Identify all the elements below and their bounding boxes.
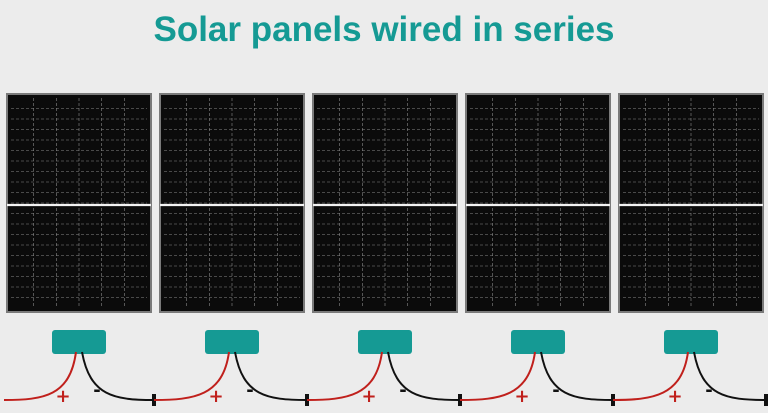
negative-wire: [234, 351, 308, 401]
positive-terminal-label: +: [361, 386, 376, 407]
positive-wire: [612, 351, 689, 401]
page-title: Solar panels wired in series: [153, 10, 615, 49]
junction-box: [52, 330, 106, 354]
junction-box: [511, 330, 565, 354]
positive-wire: [3, 351, 77, 401]
positive-wire: [153, 351, 230, 401]
series-connector: [764, 394, 768, 406]
junction-box: [358, 330, 412, 354]
negative-terminal-label: -: [246, 380, 253, 401]
positive-terminal-label: +: [55, 386, 70, 407]
junction-box: [205, 330, 259, 354]
solar-panel-5: +-: [612, 93, 768, 407]
positive-terminal-label: +: [667, 386, 682, 407]
solar-panel-1: +-: [3, 93, 156, 407]
positive-wire: [459, 351, 536, 401]
positive-terminal-label: +: [514, 386, 529, 407]
solar-panel-3: +-: [306, 93, 462, 407]
junction-box: [664, 330, 718, 354]
negative-wire: [540, 351, 614, 401]
negative-terminal-label: -: [399, 380, 406, 401]
negative-terminal-label: -: [705, 380, 712, 401]
negative-wire: [81, 351, 155, 401]
positive-wire: [306, 351, 383, 401]
negative-terminal-label: -: [93, 380, 100, 401]
positive-terminal-label: +: [208, 386, 223, 407]
negative-terminal-label: -: [552, 380, 559, 401]
negative-wire: [387, 351, 461, 401]
solar-panel-4: +-: [459, 93, 615, 407]
negative-wire: [693, 351, 767, 401]
solar-panel-2: +-: [153, 93, 309, 407]
